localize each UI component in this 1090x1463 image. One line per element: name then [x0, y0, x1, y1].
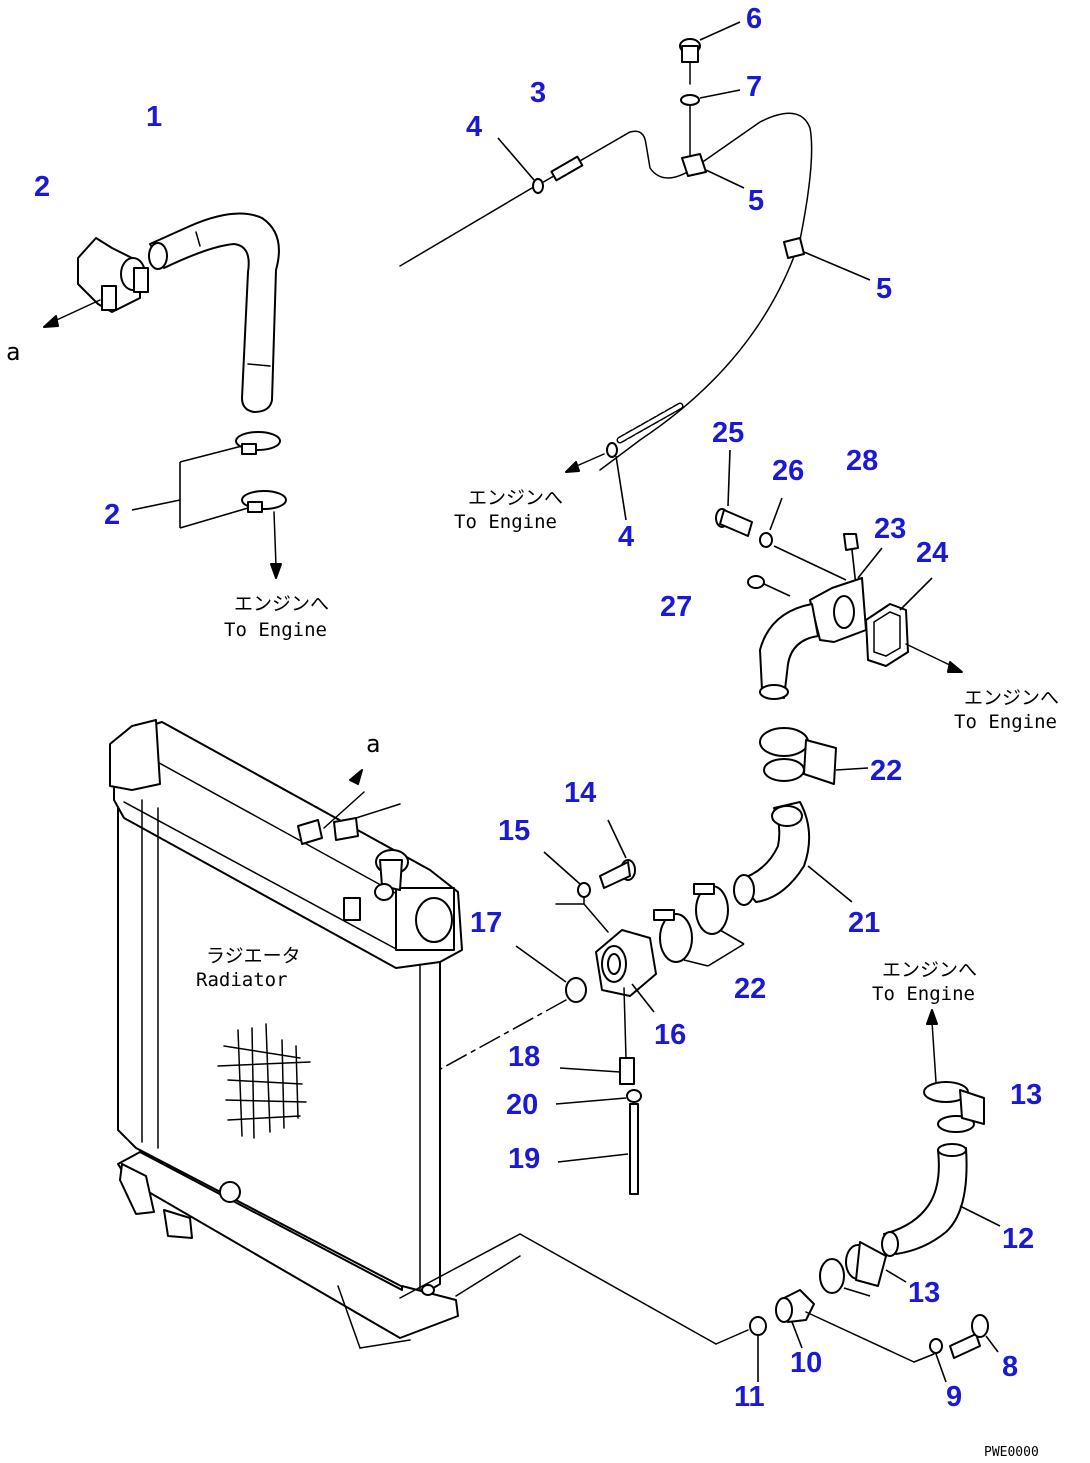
bolt-27 [747, 575, 791, 597]
gasket-24 [865, 577, 963, 673]
to-engine-en-upper: To Engine [454, 511, 557, 533]
hose-21 [733, 801, 853, 906]
flange-16 [595, 929, 657, 1059]
callout-23: 23 [874, 513, 906, 545]
clip-4-lower [565, 442, 627, 521]
clamp-22-upper [759, 727, 869, 785]
callout-4-upper: 4 [466, 111, 482, 143]
washer-26 [759, 497, 847, 581]
callout-24: 24 [916, 537, 948, 569]
washer-9 [929, 1338, 947, 1383]
callout-17: 17 [470, 907, 502, 939]
drain-pipe-19 [557, 1103, 639, 1195]
to-engine-jp-left: エンジンへ [234, 593, 329, 615]
callout-22-lower: 22 [734, 973, 766, 1005]
callout-5-right: 5 [876, 273, 892, 305]
callout-22-upper: 22 [870, 755, 902, 787]
callout-18: 18 [508, 1041, 540, 1073]
bolt-25 [715, 449, 753, 537]
clamp-13-lower [819, 1241, 907, 1297]
bolt-14 [599, 819, 636, 889]
plug-11 [519, 1233, 767, 1382]
callout-1: 1 [146, 101, 162, 133]
callout-10: 10 [790, 1347, 822, 1379]
nut-28 [843, 533, 859, 587]
callout-12: 12 [1002, 1223, 1034, 1255]
clamp-2-lower-pair [131, 431, 287, 579]
radiator [109, 719, 521, 1349]
radiator-core-grid [217, 1023, 311, 1139]
to-engine-en-lower: To Engine [872, 983, 975, 1005]
clamp-22-lower [653, 883, 745, 967]
to-engine-jp-lower: エンジンへ [882, 959, 977, 981]
to-engine-jp-upper: エンジンへ [468, 487, 563, 509]
callout-20: 20 [506, 1089, 538, 1121]
tube-3 [399, 112, 813, 471]
bolt-6 [679, 21, 741, 85]
washer-7 [680, 89, 741, 157]
callout-labels: 1 2 2 3 4 4 5 5 6 7 8 9 10 11 12 13 13 1… [34, 3, 1042, 1413]
hose-1 [148, 212, 280, 413]
connection-a-radiator: a [366, 730, 380, 758]
callout-2-lower: 2 [104, 499, 120, 531]
washer-20 [555, 1089, 642, 1105]
to-engine-jp-right: エンジンへ [964, 687, 1059, 709]
drain-valve-18 [559, 1057, 635, 1085]
clip-5-right [783, 237, 871, 281]
clip-4-upper [497, 137, 544, 194]
callout-19: 19 [508, 1143, 540, 1175]
callout-27: 27 [660, 591, 692, 623]
radiator-label-jp: ラジエータ [206, 945, 301, 967]
callout-5-upper: 5 [748, 185, 764, 217]
elbow-23 [759, 547, 883, 700]
callout-13-upper: 13 [1010, 1079, 1042, 1111]
hose-12 [881, 1143, 1001, 1257]
callout-15: 15 [498, 815, 530, 847]
drawing-code: PWE0000 [984, 1445, 1039, 1460]
callout-9: 9 [946, 1381, 962, 1413]
callout-16: 16 [654, 1019, 686, 1051]
callout-25: 25 [712, 417, 744, 449]
callout-2-upper: 2 [34, 171, 50, 203]
callout-11: 11 [734, 1381, 765, 1413]
note-labels: エンジンへ To Engine エンジンへ To Engine エンジンへ To… [6, 338, 1059, 1460]
radiator-label-en: Radiator [196, 969, 288, 991]
connection-arrow-a-upper [43, 299, 101, 328]
callout-8: 8 [1002, 1351, 1018, 1383]
callout-4-lower: 4 [618, 521, 634, 553]
bolt-8 [949, 1314, 999, 1359]
callout-13-lower: 13 [908, 1277, 940, 1309]
callout-6: 6 [746, 3, 762, 35]
elbow-10 [775, 1289, 935, 1363]
to-engine-en-left: To Engine [224, 619, 327, 641]
to-engine-en-right: To Engine [954, 711, 1057, 733]
callout-26: 26 [772, 455, 804, 487]
washer-15 [543, 851, 609, 933]
clamp-13-upper [923, 1009, 985, 1133]
callout-7: 7 [746, 71, 762, 103]
clip-5-upper [681, 153, 745, 189]
callout-28: 28 [846, 445, 878, 477]
callout-3: 3 [530, 77, 546, 109]
clamp-2-upper [77, 237, 149, 313]
callout-14: 14 [564, 777, 596, 809]
connection-a-left: a [6, 338, 20, 366]
callout-21: 21 [848, 907, 880, 939]
